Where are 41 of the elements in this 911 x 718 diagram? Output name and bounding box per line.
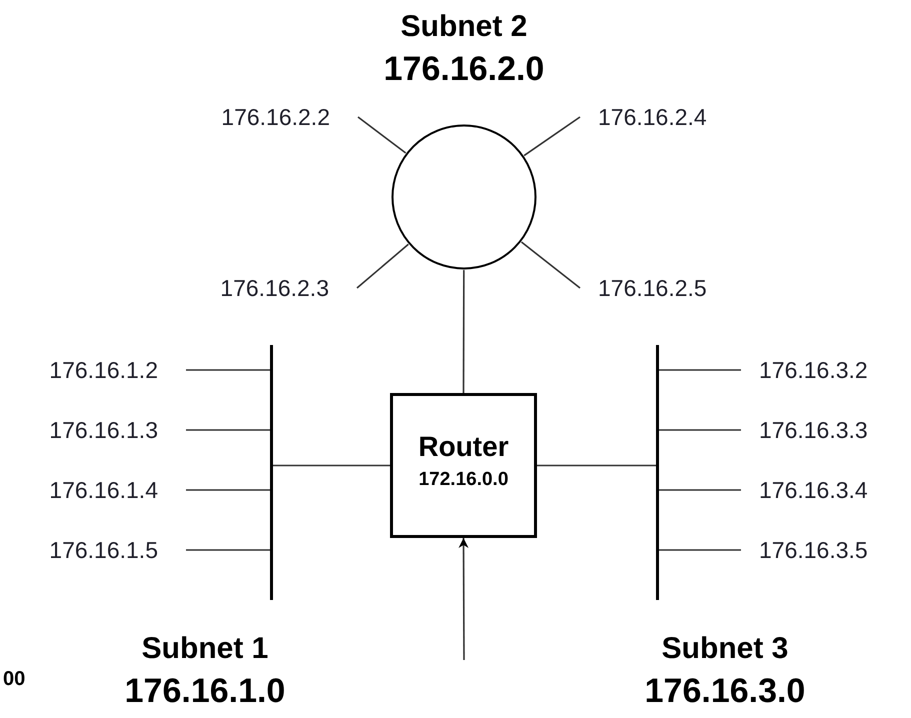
subnet-address: 176.16.3.0 xyxy=(644,672,806,711)
connection-line xyxy=(659,489,741,491)
connection-line xyxy=(356,244,409,289)
host-address: 176.16.3.2 xyxy=(741,357,906,383)
host-address: 176.16.2.4 xyxy=(580,104,760,130)
host-address: 176.16.3.3 xyxy=(741,417,906,443)
cropped-text: 00 xyxy=(3,668,26,691)
host-address: 176.16.2.5 xyxy=(580,275,760,301)
connection-line xyxy=(524,116,580,156)
connection-line xyxy=(358,116,406,154)
connection-line xyxy=(462,270,465,393)
bus-line xyxy=(656,345,659,600)
connection-line xyxy=(186,489,270,491)
connection-line xyxy=(520,241,580,289)
connection-line xyxy=(186,369,270,371)
host-address: 176.16.2.2 xyxy=(180,104,358,130)
connection-line xyxy=(659,369,741,371)
connection-line xyxy=(659,429,741,431)
host-address: 176.16.2.3 xyxy=(180,275,357,301)
host-address: 176.16.1.2 xyxy=(10,357,186,383)
ring-network-circle xyxy=(391,124,537,270)
host-address: 176.16.3.4 xyxy=(741,477,906,503)
connection-line xyxy=(186,429,270,431)
arrow xyxy=(458,538,469,660)
connection-line xyxy=(659,549,741,551)
host-address: 176.16.3.5 xyxy=(741,537,906,563)
router-box xyxy=(390,393,537,538)
bus-line xyxy=(270,345,273,600)
connection-line xyxy=(273,464,390,466)
host-address: 176.16.1.3 xyxy=(10,417,186,443)
host-address: 176.16.1.5 xyxy=(10,537,186,563)
subnet-name: Subnet 1 xyxy=(140,632,270,666)
connection-line xyxy=(537,464,656,466)
router-address: 172.16.0.0 xyxy=(418,468,508,490)
subnet-address: 176.16.1.0 xyxy=(124,672,286,711)
host-address: 176.16.1.4 xyxy=(10,477,186,503)
subnet-name: Subnet 3 xyxy=(660,632,790,666)
connection-line xyxy=(186,549,270,551)
subnet-name: Subnet 2 xyxy=(400,10,528,44)
router-name: Router xyxy=(418,430,509,462)
subnet-address: 176.16.2.0 xyxy=(382,50,546,89)
